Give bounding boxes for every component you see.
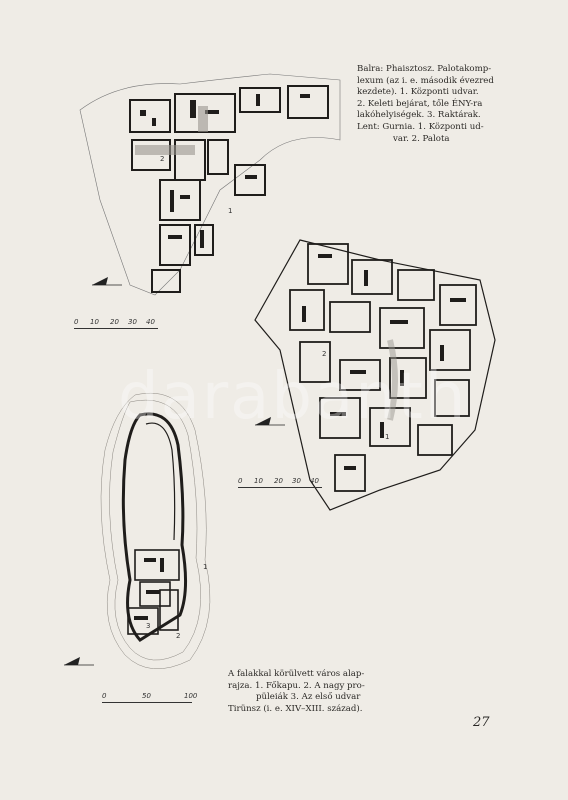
- tiryns-scale-bar: 0 50 100: [102, 692, 202, 706]
- phaistos-label-1: 1: [228, 207, 233, 215]
- phaistos-label-2: 2: [160, 155, 165, 163]
- page-number: 27: [473, 715, 490, 730]
- gournia-north-arrow-icon: [255, 417, 285, 426]
- tiryns-label-1: 1: [203, 563, 208, 571]
- tiryns-label-3: 3: [146, 622, 151, 630]
- gournia-label-2: 2: [322, 350, 327, 358]
- phaistos-plan: [79, 73, 341, 296]
- gournia-label-1: 1: [385, 433, 390, 441]
- gournia-plan: [254, 239, 496, 511]
- phaistos-north-arrow-icon: [92, 277, 122, 286]
- tiryns-label-2: 2: [176, 632, 181, 640]
- phaistos-scale-bar: 0 10 20 30 40: [74, 318, 164, 332]
- tiryns-north-arrow-icon: [64, 657, 94, 666]
- gournia-scale-bar: 0 10 20 30 40: [238, 477, 328, 491]
- caption-phaistos-gournia: Balra: Phaisztosz. Palotakomp- lexum (az…: [357, 64, 494, 144]
- tiryns-plan: [100, 392, 211, 670]
- caption-tiryns: A falakkal körülvett város alap- rajza. …: [228, 669, 365, 714]
